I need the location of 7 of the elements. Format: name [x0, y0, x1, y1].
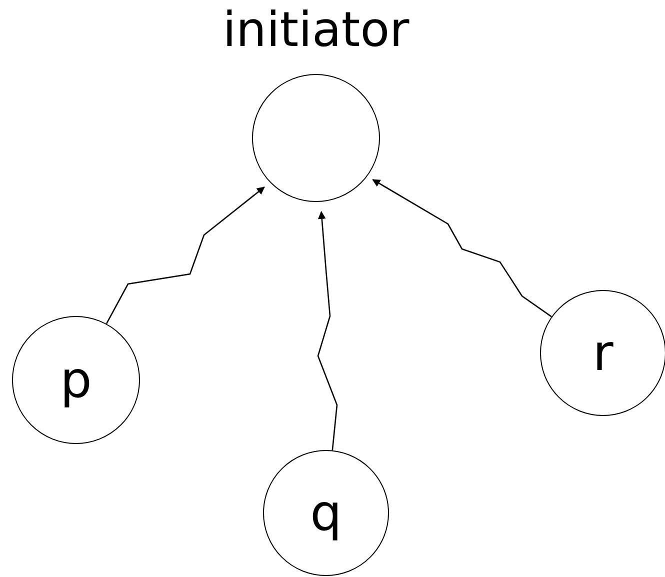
wavy-arrow	[106, 186, 265, 324]
node-label: r	[592, 328, 614, 378]
node-label: p	[60, 355, 92, 405]
wavy-arrow	[317, 211, 338, 450]
wavy-arrow	[372, 179, 552, 318]
node-heading: initiator	[222, 6, 410, 54]
node-label: q	[310, 488, 342, 538]
